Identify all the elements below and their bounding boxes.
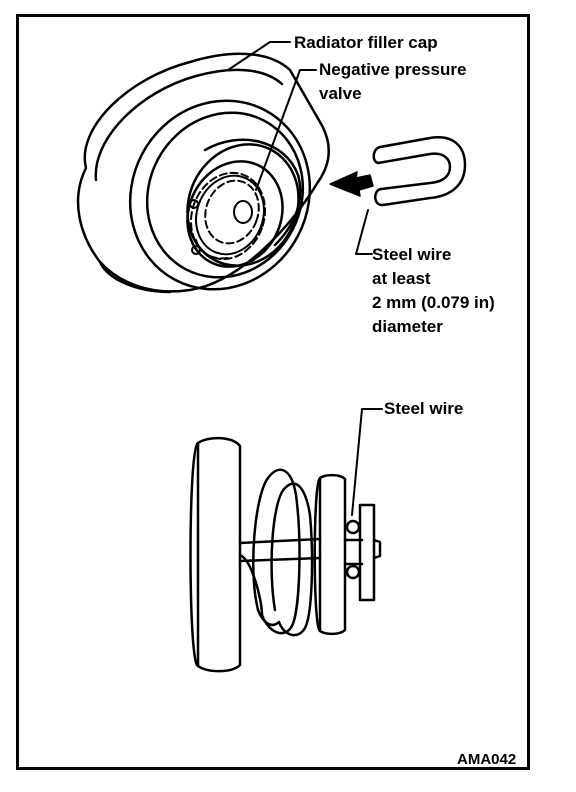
- radiator-filler-cap: [76, 52, 330, 294]
- label-steel-wire-spec-2: at least: [372, 269, 431, 288]
- label-radiator-filler-cap: Radiator filler cap: [294, 33, 438, 52]
- label-negative-pressure-valve-cont: valve: [319, 84, 362, 103]
- figure-code: AMA042: [457, 751, 517, 768]
- figure-frame: [16, 14, 530, 770]
- label-steel-wire-spec-4: diameter: [372, 317, 443, 336]
- steel-wire-u-shape: [372, 136, 467, 207]
- label-steel-wire-spec-3: 2 mm (0.079 in): [372, 293, 495, 312]
- leader-negative-valve: [255, 69, 317, 191]
- insert-arrow-icon: [329, 171, 374, 197]
- leader-steel-wire: [351, 408, 383, 516]
- label-negative-pressure-valve: Negative pressure: [319, 60, 467, 79]
- label-steel-wire-spec-1: Steel wire: [372, 245, 452, 264]
- leader-steel-wire-spec: [355, 209, 373, 255]
- leader-filler-cap: [227, 41, 291, 71]
- negative-pressure-valve-assembly: [189, 436, 382, 673]
- label-steel-wire: Steel wire: [384, 399, 464, 418]
